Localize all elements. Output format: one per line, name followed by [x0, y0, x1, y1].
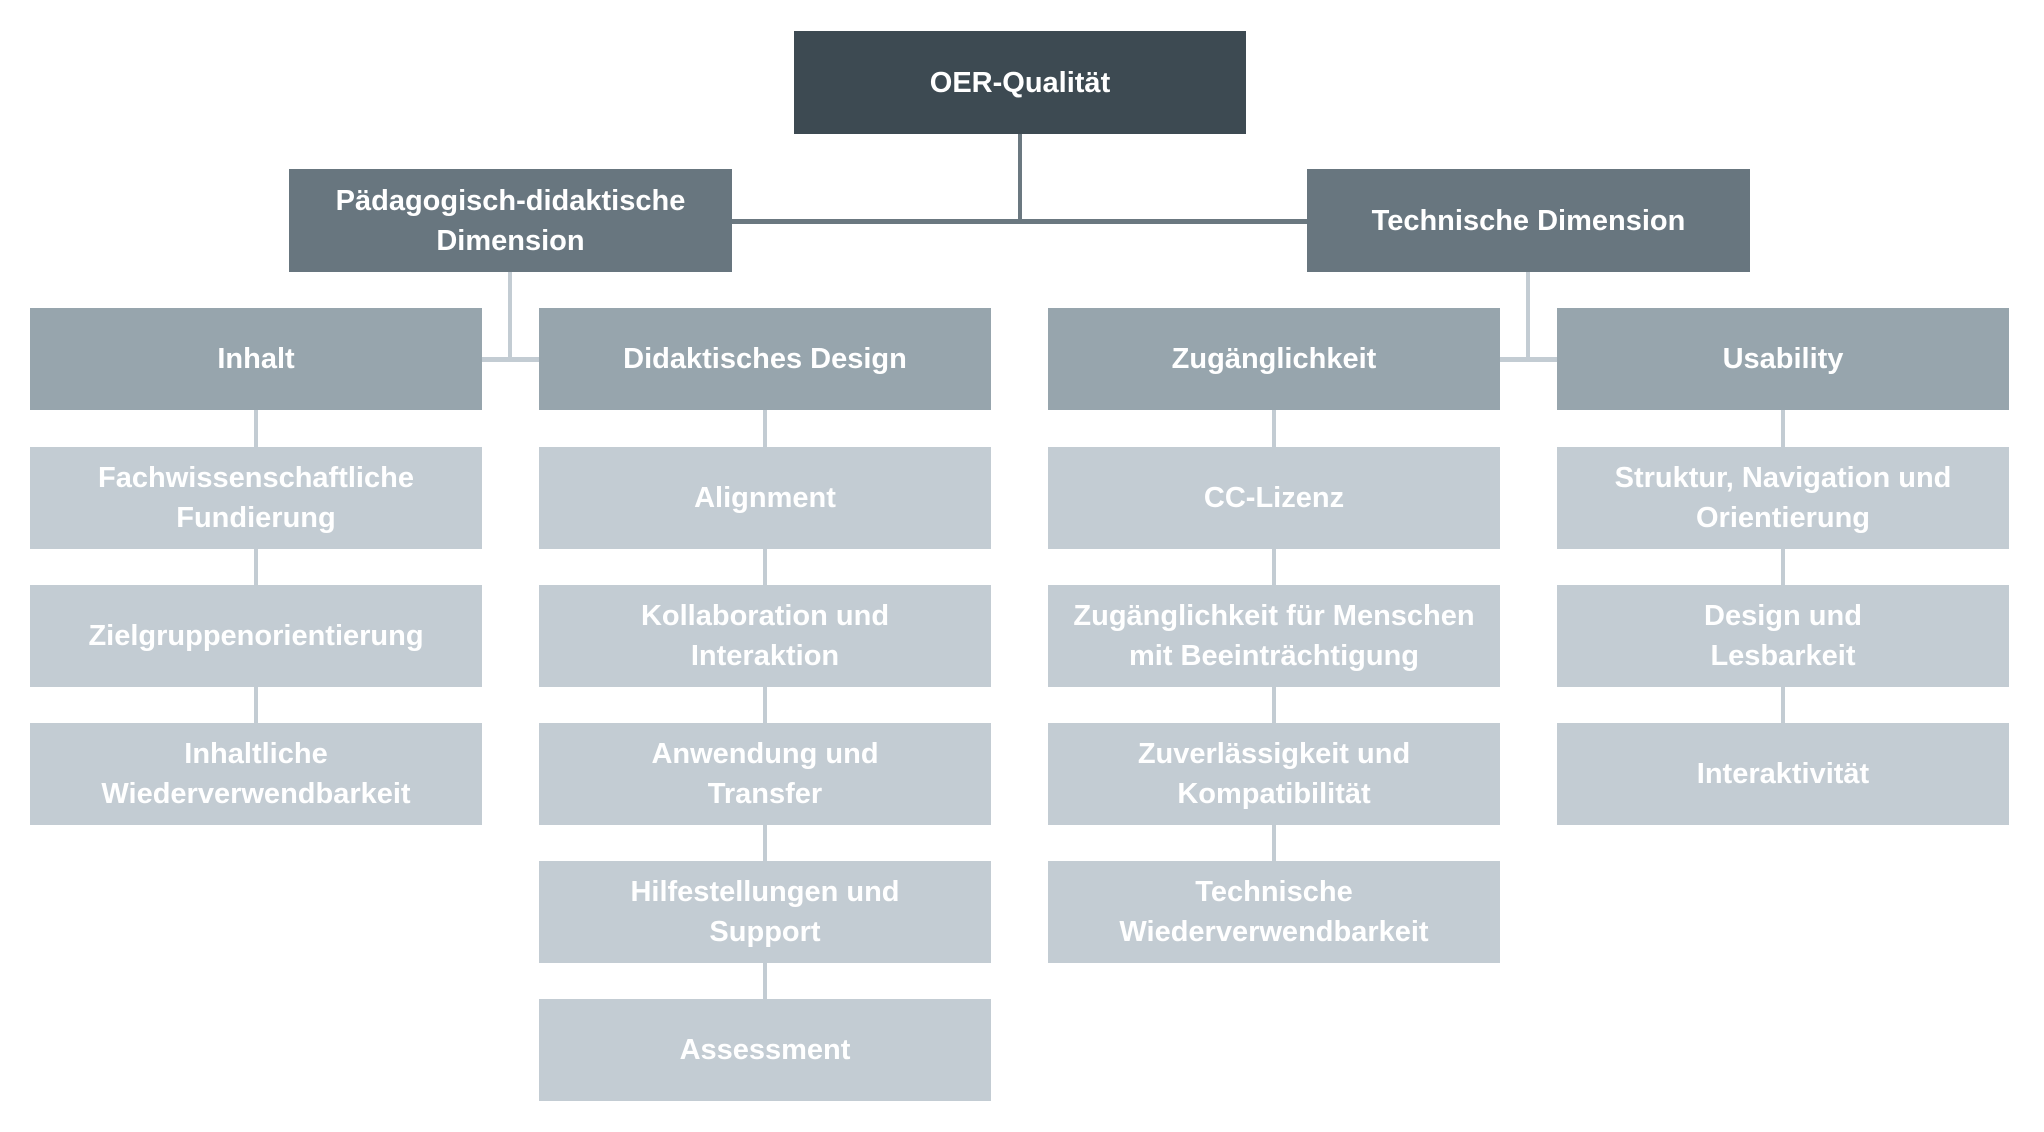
node-header-didaktisches-design: Didaktisches Design: [539, 308, 991, 410]
node-fachwissenschaftliche-fundierung: Fachwissenschaftliche Fundierung: [30, 410, 482, 549]
node-alignment: Alignment: [539, 410, 991, 549]
node-design-und-lesbarkeit: Design und Lesbarkeit: [1557, 548, 2009, 687]
connector-root-vertical: [1018, 134, 1022, 221]
connector-paedagogisch-stub: [482, 357, 539, 362]
node-oer-qualitaet: OER-Qualität: [794, 31, 1246, 134]
node-technische-dimension: Technische Dimension: [1307, 169, 1750, 272]
node-header-usability: Usability: [1557, 308, 2009, 410]
node-zuverlaessigkeit-und-kompatibilitaet: Zuverlässigkeit und Kompatibilität: [1048, 686, 1500, 825]
node-interaktivitaet: Interaktivität: [1557, 686, 2009, 825]
node-zielgruppenorientierung: Zielgruppenorientierung: [30, 548, 482, 687]
connector-technisch-vertical: [1526, 272, 1530, 360]
node-struktur-navigation-und-orientierung: Struktur, Navigation und Orientierung: [1557, 410, 2009, 549]
node-anwendung-und-transfer: Anwendung und Transfer: [539, 686, 991, 825]
node-kollaboration-und-interaktion: Kollaboration und Interaktion: [539, 548, 991, 687]
connector-dimensions-bus: [732, 219, 1307, 224]
node-technische-wiederverwendbarkeit: Technische Wiederverwendbarkeit: [1048, 824, 1500, 963]
node-header-inhalt: Inhalt: [30, 308, 482, 410]
connector-technisch-stub: [1500, 357, 1557, 362]
node-hilfestellungen-und-support: Hilfestellungen und Support: [539, 824, 991, 963]
node-zugaenglichkeit-fuer-menschen: Zugänglichkeit für Menschen mit Beeinträ…: [1048, 548, 1500, 687]
node-inhaltliche-wiederverwendbarkeit: Inhaltliche Wiederverwendbarkeit: [30, 686, 482, 825]
node-paedagogisch-didaktische-dimension: Pädagogisch-didaktische Dimension: [289, 169, 732, 272]
connector-paedagogisch-vertical: [508, 272, 512, 360]
node-header-zugaenglichkeit: Zugänglichkeit: [1048, 308, 1500, 410]
node-assessment: Assessment: [539, 962, 991, 1101]
node-cc-lizenz: CC-Lizenz: [1048, 410, 1500, 549]
